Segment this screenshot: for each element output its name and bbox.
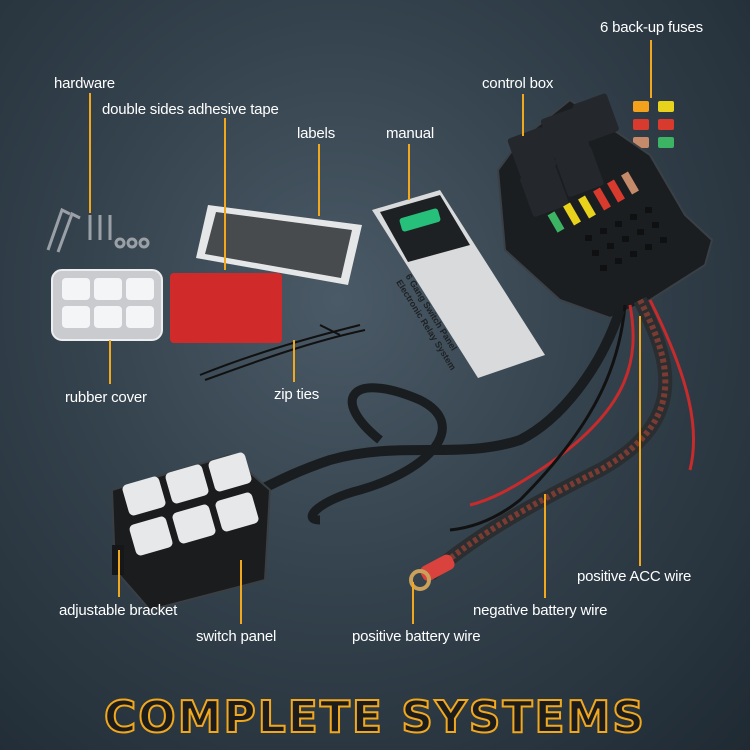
leader-adjustable-bracket <box>118 550 120 597</box>
label-rubber-cover: rubber cover <box>65 389 147 406</box>
label-adjustable-bracket: adjustable bracket <box>59 602 178 619</box>
label-sheet-graphic <box>196 205 362 285</box>
hardware-screws <box>46 207 150 253</box>
page-title: COMPLETE SYSTEMS <box>103 691 646 744</box>
label-positive-battery: positive battery wire <box>352 628 481 645</box>
leader-rubber-cover <box>109 340 111 384</box>
spare-fuses <box>633 101 674 148</box>
adhesive-tape-graphic <box>170 273 282 343</box>
leader-labels <box>318 144 320 216</box>
label-fuses: 6 back-up fuses <box>600 19 703 36</box>
zip-ties-graphic <box>199 324 366 381</box>
label-positive-acc: positive ACC wire <box>577 568 692 585</box>
label-manual: manual <box>386 125 434 142</box>
leader-zip-ties <box>293 340 295 382</box>
leader-manual <box>408 144 410 200</box>
label-tape: double sides adhesive tape <box>102 101 279 118</box>
label-negative-battery: negative battery wire <box>473 602 608 619</box>
rubber-cover-graphic <box>51 269 163 341</box>
leader-positive-battery <box>412 582 414 624</box>
leader-tape <box>224 118 226 270</box>
leader-control-box <box>522 94 524 136</box>
wire-harness <box>257 296 696 581</box>
label-control-box: control box <box>482 75 554 92</box>
switch-panel-graphic <box>110 452 272 612</box>
leader-fuses <box>650 40 652 98</box>
leader-negative-battery <box>544 494 546 598</box>
leader-hardware <box>89 93 91 213</box>
control-box <box>496 93 714 320</box>
label-switch-panel: switch panel <box>196 628 277 645</box>
label-zip-ties: zip ties <box>274 386 320 403</box>
label-labels: labels <box>297 125 335 142</box>
leader-switch-panel <box>240 560 242 624</box>
manual-booklet <box>372 190 545 378</box>
leader-positive-acc <box>639 316 641 566</box>
battery-terminal <box>409 554 455 591</box>
label-hardware: hardware <box>54 75 115 92</box>
